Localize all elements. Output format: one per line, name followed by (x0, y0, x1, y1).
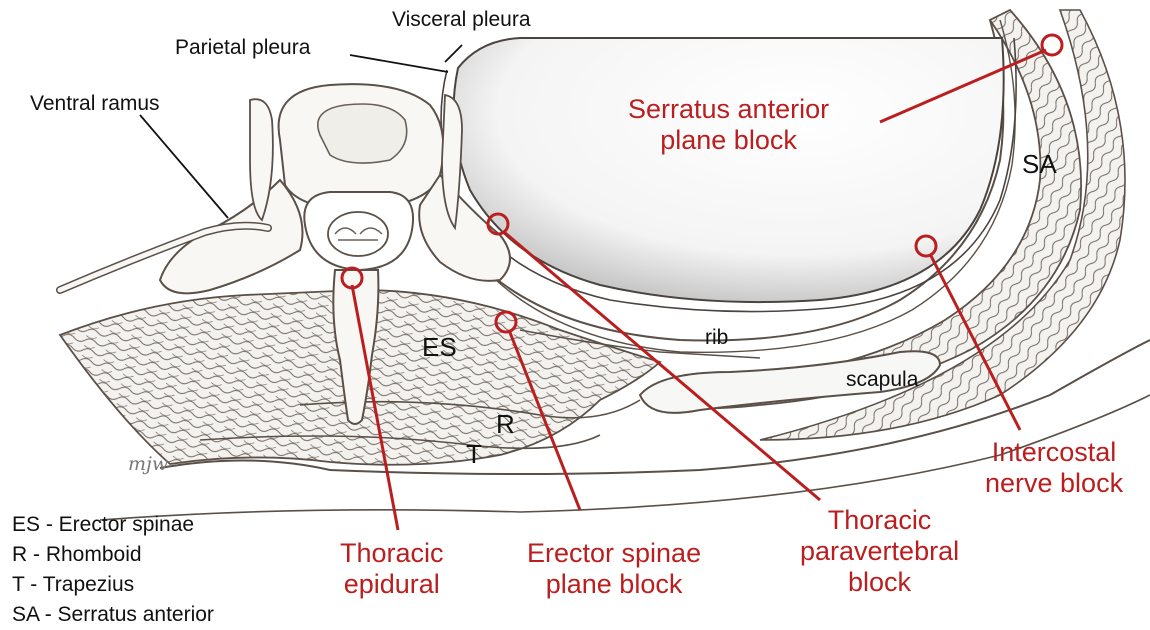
artist-signature: mjw (128, 453, 168, 475)
abbreviation-legend: ES - Erector spinae R - Rhomboid T - Tra… (12, 510, 214, 630)
sa-label: SA (1022, 150, 1057, 180)
es-label: ES (422, 333, 457, 363)
parietal-pleura-leader (350, 55, 448, 72)
legend-item: T - Trapezius (12, 570, 214, 600)
rib-label: rib (705, 326, 728, 350)
t-label: T (466, 440, 482, 470)
vertebral-core (318, 104, 407, 163)
spinal-cord (328, 212, 388, 256)
legend-item: ES - Erector spinae (12, 510, 214, 540)
r-label: R (496, 410, 515, 440)
ventral-ramus-leader (140, 115, 228, 218)
serratus-site-marker (1042, 35, 1062, 55)
scapula-label: scapula (846, 368, 918, 392)
visceral-pleura-leader (445, 45, 462, 62)
lung (454, 38, 1004, 302)
ventral-ramus-label: Ventral ramus (30, 92, 160, 116)
legend-item: R - Rhomboid (12, 540, 214, 570)
legend-item: SA - Serratus anterior (12, 600, 214, 630)
visceral-pleura-label: Visceral pleura (392, 8, 531, 32)
parietal-pleura-label: Parietal pleura (175, 36, 310, 60)
